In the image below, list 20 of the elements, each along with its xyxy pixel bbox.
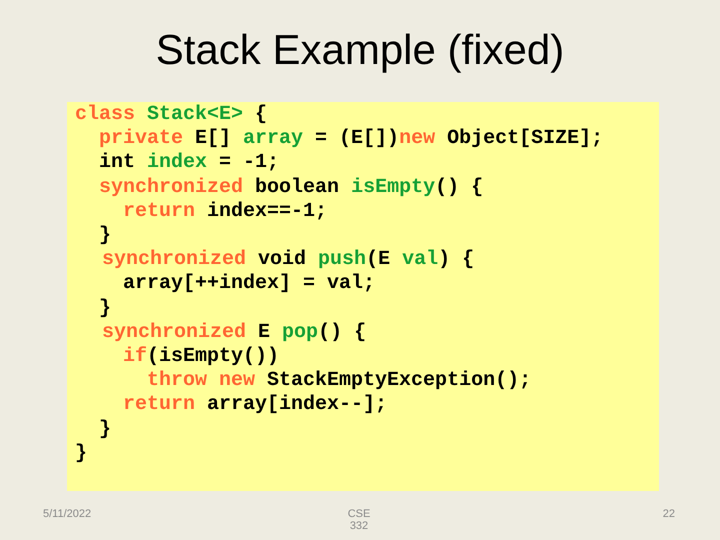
code-line: private E[] array = (E[])new Object[SIZE]; (99, 127, 604, 152)
code-line: array[++index] = val; (123, 272, 376, 296)
code-line: synchronized void push(E val) { (102, 248, 474, 272)
code-line: int index = -1; (99, 151, 280, 176)
date-text: 5/11/2022 (43, 508, 92, 520)
slide-title: Stack Example (fixed) (154, 26, 566, 74)
course-code: CSE 332 (346, 508, 372, 532)
code-line: return array[index--]; (123, 393, 388, 418)
page-number: 22 (662, 508, 675, 520)
code-line: synchronized E pop() { (102, 320, 366, 345)
code-line: return index==-1; (123, 200, 328, 224)
code-line: class Stack<E> { (75, 103, 268, 127)
code-line: } (99, 296, 112, 321)
code-line: if(isEmpty()) (123, 345, 280, 369)
code-line: throw new StackEmptyException(); (147, 369, 532, 394)
code-panel (67, 102, 659, 491)
code-line: } (99, 418, 112, 442)
code-line: } (99, 224, 112, 248)
code-line: synchronized boolean isEmpty() { (99, 176, 484, 200)
code-line: } (75, 442, 88, 466)
